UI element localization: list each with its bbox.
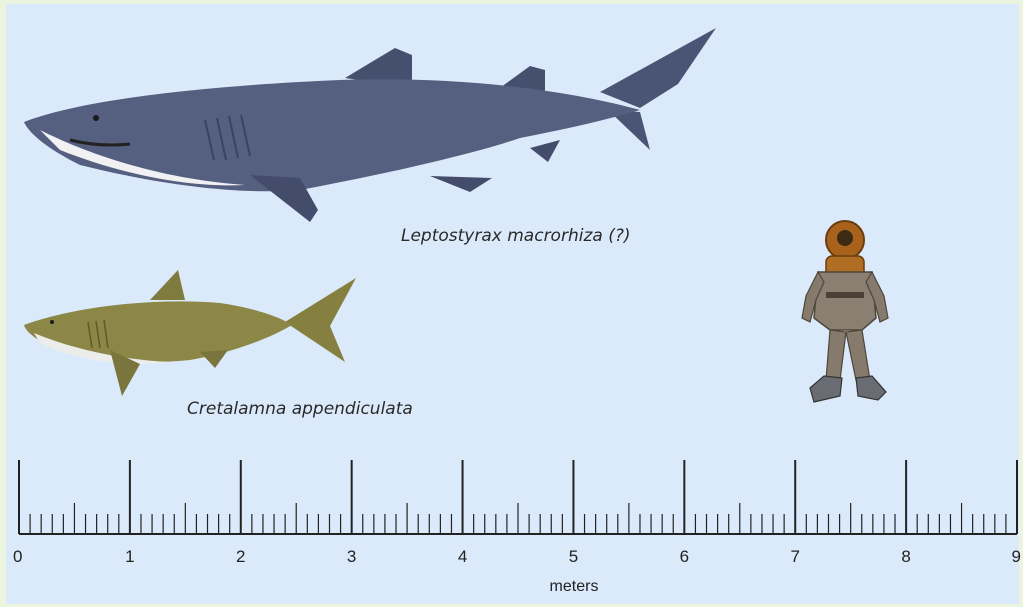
cretalamna-shark-illustration xyxy=(24,270,356,396)
species-label-cretalamna: Cretalamna appendiculata xyxy=(187,399,413,419)
meter-scale-ruler: 0 1 2 3 4 5 6 7 8 9 meters xyxy=(13,460,1021,595)
tick-label-9: 9 xyxy=(1012,547,1021,566)
scale-unit-label: meters xyxy=(550,578,599,595)
tick-label-8: 8 xyxy=(901,547,910,566)
tick-label-1: 1 xyxy=(125,547,134,566)
tick-label-4: 4 xyxy=(458,547,467,566)
tick-label-2: 2 xyxy=(236,547,245,566)
diver-icon xyxy=(802,221,888,402)
tick-label-6: 6 xyxy=(680,547,689,566)
leptostyrax-shark-illustration xyxy=(24,28,716,222)
tick-label-7: 7 xyxy=(790,547,799,566)
species-label-leptostyrax: Leptostyrax macrorhiza (?) xyxy=(401,226,630,246)
tick-label-5: 5 xyxy=(569,547,578,566)
tick-label-3: 3 xyxy=(347,547,356,566)
tick-label-0: 0 xyxy=(13,547,22,566)
